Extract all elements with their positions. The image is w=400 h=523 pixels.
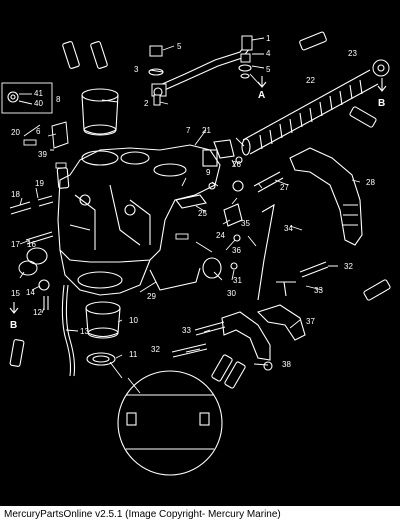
callout-33-left: 33 bbox=[182, 326, 191, 335]
callout-16: 16 bbox=[27, 240, 36, 249]
callout-17: 17 bbox=[11, 240, 20, 249]
callout-21: 21 bbox=[202, 126, 211, 135]
swivel-bracket-7 bbox=[57, 144, 221, 296]
callout-8: 8 bbox=[56, 95, 61, 104]
callout-30: 30 bbox=[227, 289, 236, 298]
callout-3: 3 bbox=[134, 65, 139, 74]
callout-19: 19 bbox=[35, 179, 44, 188]
tilt-tube-22 bbox=[241, 69, 379, 156]
callout-35: 35 bbox=[241, 219, 250, 228]
callout-11: 11 bbox=[129, 350, 138, 359]
callout-13: 13 bbox=[80, 327, 89, 336]
steering-link-rod bbox=[151, 35, 253, 97]
ref-letter-B-left: B bbox=[10, 320, 17, 331]
callout-2: 2 bbox=[144, 99, 149, 108]
callout-27: 27 bbox=[280, 183, 289, 192]
callout-37: 37 bbox=[306, 317, 315, 326]
callout-12: 12 bbox=[33, 308, 42, 317]
callout-18: 18 bbox=[11, 190, 20, 199]
washer-11 bbox=[86, 352, 116, 366]
callout-1: 1 bbox=[266, 34, 271, 43]
callout-labels: 1 2 3 4 5 5 6 7 8 9 10 11 12 13 14 15 16… bbox=[11, 34, 375, 369]
callout-23: 23 bbox=[348, 49, 357, 58]
callout-25: 25 bbox=[198, 209, 207, 218]
pad-6 bbox=[51, 121, 69, 149]
callout-7: 7 bbox=[186, 126, 191, 135]
lubricant-tags bbox=[9, 31, 391, 389]
callout-40: 40 bbox=[34, 99, 43, 108]
detail-magnifier bbox=[109, 361, 223, 476]
reference-letters: A B B bbox=[9, 76, 387, 331]
callout-6: 6 bbox=[36, 127, 41, 136]
leader-lines bbox=[19, 37, 361, 366]
ref-markers bbox=[23, 139, 189, 240]
ref-letter-A: A bbox=[258, 90, 265, 101]
bushing-8 bbox=[81, 88, 119, 136]
bushing-10 bbox=[85, 301, 121, 339]
ref-letter-B-right: B bbox=[378, 98, 385, 109]
steering-arm-28 bbox=[289, 147, 363, 246]
callout-39: 39 bbox=[38, 150, 47, 159]
callout-31: 31 bbox=[233, 276, 242, 285]
callout-26: 26 bbox=[232, 160, 241, 169]
misc-parts bbox=[9, 139, 329, 371]
callout-5-right: 5 bbox=[266, 65, 271, 74]
callout-41: 41 bbox=[34, 89, 43, 98]
fasteners-top bbox=[148, 45, 262, 106]
callout-32-left: 32 bbox=[151, 345, 160, 354]
callout-36: 36 bbox=[232, 246, 241, 255]
callout-5-top: 5 bbox=[177, 42, 182, 51]
callout-15: 15 bbox=[11, 289, 20, 298]
callout-10: 10 bbox=[129, 316, 138, 325]
callout-38: 38 bbox=[282, 360, 291, 369]
callout-14: 14 bbox=[26, 288, 35, 297]
inset-box: 41 40 bbox=[1, 82, 53, 114]
copyright-caption: MercuryPartsOnline v2.5.1 (Image Copyrig… bbox=[0, 506, 400, 523]
grease-hose-13 bbox=[61, 284, 76, 377]
nut-23 bbox=[372, 59, 390, 77]
callout-28: 28 bbox=[366, 178, 375, 187]
callout-29: 29 bbox=[147, 292, 156, 301]
callout-33-right: 33 bbox=[314, 286, 323, 295]
callout-32-right: 32 bbox=[344, 262, 353, 271]
callout-9: 9 bbox=[206, 168, 211, 177]
callout-4: 4 bbox=[266, 49, 271, 58]
callout-24: 24 bbox=[216, 231, 225, 240]
callout-34: 34 bbox=[284, 224, 293, 233]
callout-20: 20 bbox=[11, 128, 20, 137]
callout-22: 22 bbox=[306, 76, 315, 85]
